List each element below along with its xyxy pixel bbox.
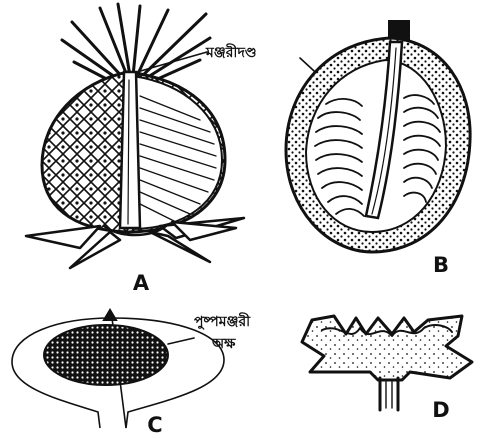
inflorescence-axis-label-line2: অক্ষ	[211, 336, 236, 352]
panel-a-label: A	[133, 271, 150, 295]
panel-d-receptacle: D	[302, 316, 472, 422]
panel-b-label: B	[433, 253, 449, 277]
peduncle-label: মঞ্জরীদণ্ড	[205, 43, 257, 61]
inflorescence-axis-label-line1: পুষ্পমঞ্জরী	[194, 312, 251, 331]
fig-ostiole	[104, 310, 116, 320]
panel-c-fig: C	[12, 310, 224, 437]
panel-b-jackfruit: B	[286, 20, 470, 277]
fig-florets	[44, 325, 168, 385]
receptacle-outline	[302, 316, 472, 380]
receptacle-stalk	[380, 378, 398, 410]
panel-d-label: D	[432, 398, 449, 422]
pineapple-core-axis	[120, 72, 140, 228]
panel-c-label: C	[147, 413, 162, 437]
